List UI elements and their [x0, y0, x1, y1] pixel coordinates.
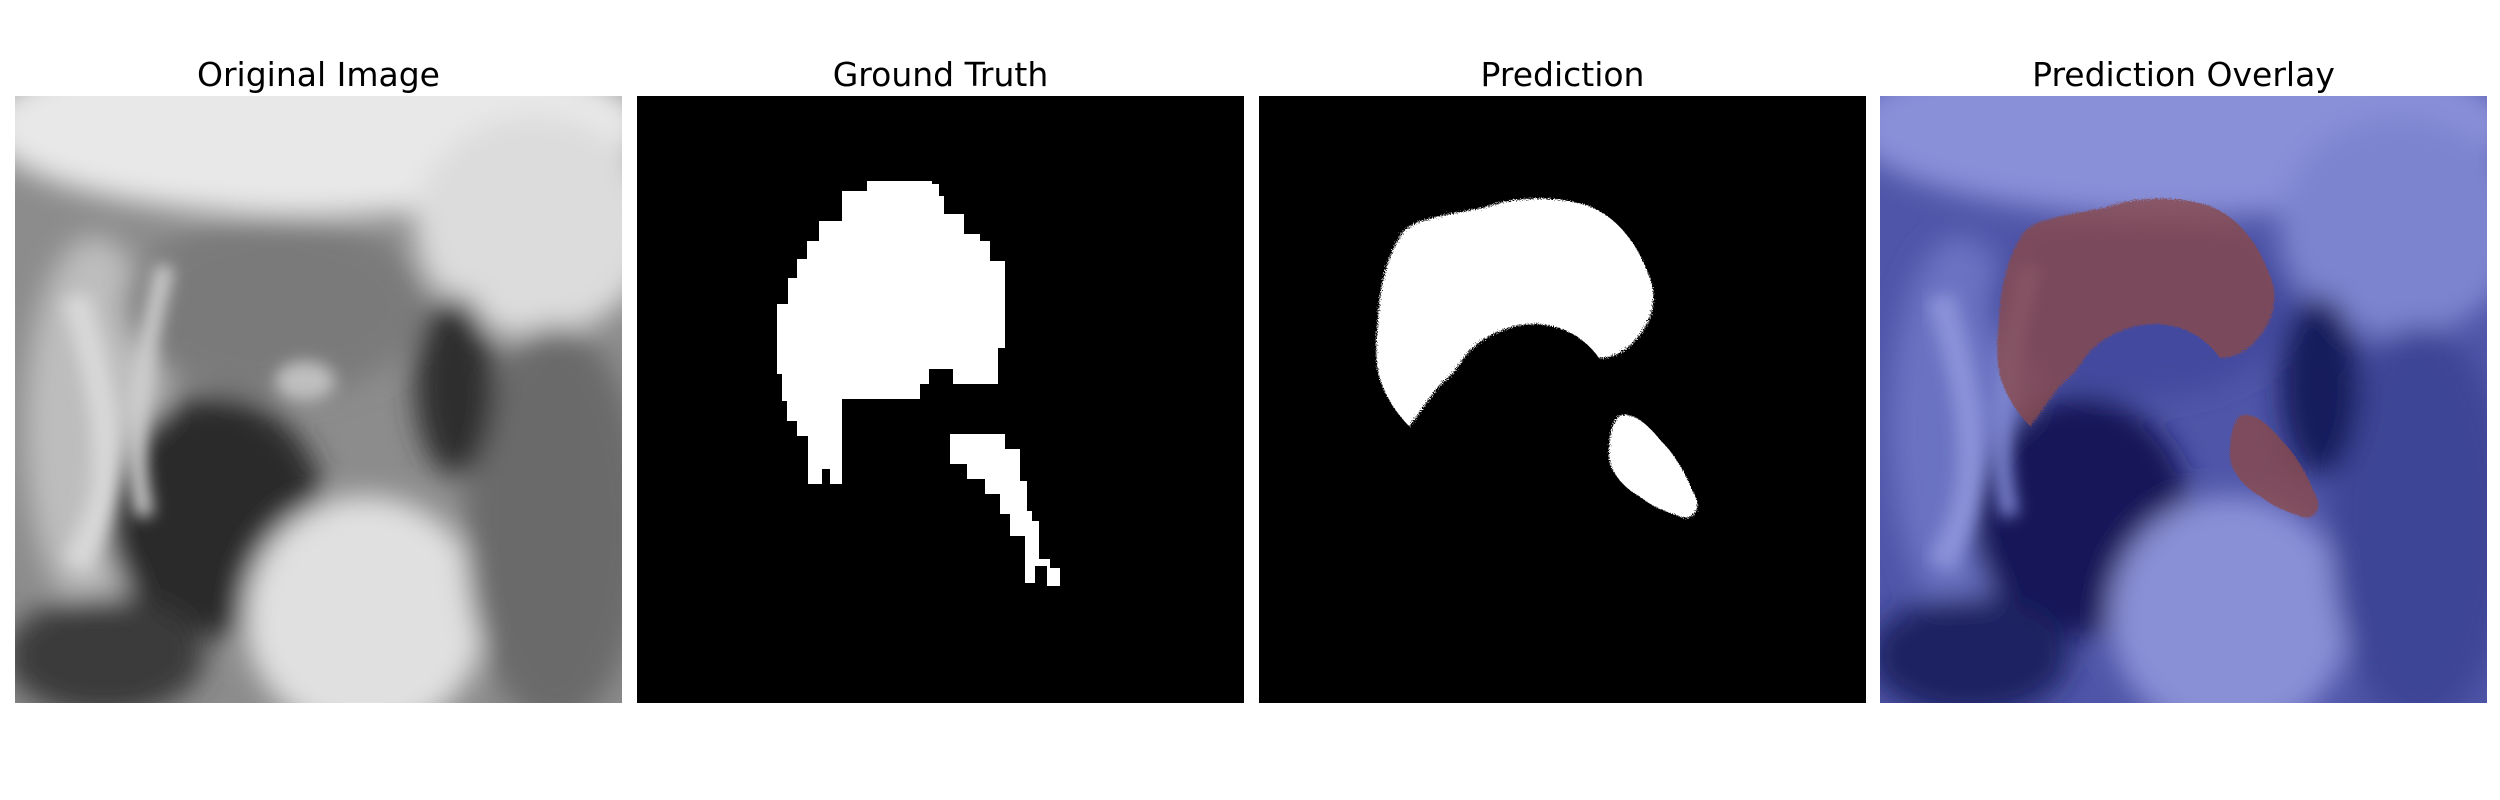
panel-title: Original Image: [197, 55, 440, 94]
panel-prediction-overlay: Prediction Overlay: [1880, 55, 2487, 706]
ground-truth-mask: [637, 96, 1244, 703]
panel-prediction: Prediction: [1259, 55, 1866, 706]
panel-original: Original Image: [15, 55, 622, 706]
panel-title: Ground Truth: [832, 55, 1049, 94]
panel-title: Prediction Overlay: [2032, 55, 2335, 94]
prediction-overlay-image: [1880, 96, 2487, 703]
panel-ground-truth: Ground Truth: [637, 55, 1244, 706]
panel-title: Prediction: [1480, 55, 1645, 94]
original-image: [15, 96, 622, 703]
prediction-mask: [1259, 96, 1866, 703]
